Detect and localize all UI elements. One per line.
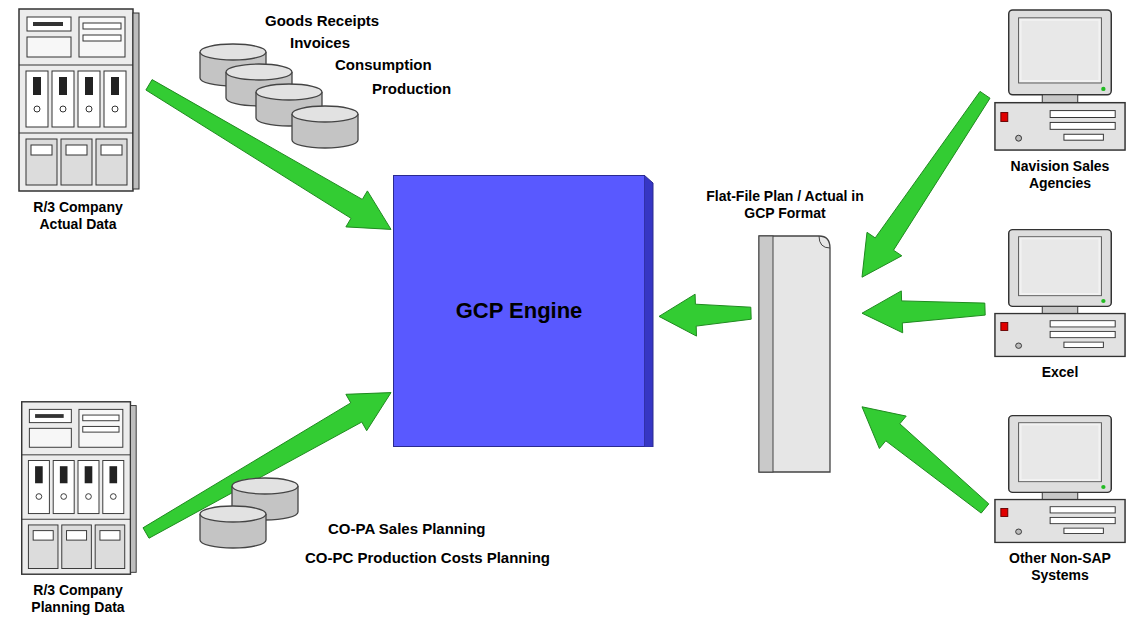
node-label: Excel bbox=[1000, 364, 1120, 381]
database-label: Consumption bbox=[335, 56, 432, 74]
flow-arrow bbox=[146, 80, 391, 230]
computer-icon bbox=[991, 6, 1129, 154]
node-label: Navision Sales Agencies bbox=[1004, 158, 1116, 192]
database-label: Invoices bbox=[290, 34, 350, 52]
flow-arrow bbox=[862, 91, 990, 277]
engine-title: GCP Engine bbox=[446, 298, 593, 324]
server-node: R/3 Company Planning Data bbox=[8, 398, 148, 616]
computer-icon bbox=[991, 412, 1129, 546]
database-label: Production bbox=[372, 80, 451, 98]
server-icon bbox=[13, 5, 143, 195]
database-label: CO-PC Production Costs Planning bbox=[305, 549, 550, 567]
engine-box: GCP Engine bbox=[393, 175, 645, 447]
node-label: Other Non-SAP Systems bbox=[995, 550, 1125, 584]
database-cylinder bbox=[292, 106, 358, 148]
database-label: Goods Receipts bbox=[265, 12, 379, 30]
database-label: CO-PA Sales Planning bbox=[328, 520, 486, 538]
flow-arrow bbox=[862, 407, 989, 513]
flat-file-document: Flat-File Plan / Actual in GCP Format bbox=[695, 188, 875, 474]
computer-icon bbox=[991, 226, 1129, 360]
server-node: R/3 Company Actual Data bbox=[8, 5, 148, 233]
box-side-face bbox=[644, 175, 654, 447]
node-label: Flat-File Plan / Actual in GCP Format bbox=[699, 188, 871, 222]
flow-arrow bbox=[862, 291, 985, 333]
node-label: R/3 Company Planning Data bbox=[18, 582, 138, 616]
flow-arrow bbox=[143, 393, 391, 539]
node-label: R/3 Company Actual Data bbox=[18, 199, 138, 233]
computer-node: Navision Sales Agencies bbox=[990, 6, 1130, 192]
computer-node: Other Non-SAP Systems bbox=[990, 412, 1130, 584]
document-icon bbox=[757, 234, 832, 474]
server-icon bbox=[16, 398, 140, 578]
database-cylinder bbox=[200, 506, 266, 548]
computer-node: Excel bbox=[990, 226, 1130, 381]
flow-arrow bbox=[659, 294, 751, 336]
